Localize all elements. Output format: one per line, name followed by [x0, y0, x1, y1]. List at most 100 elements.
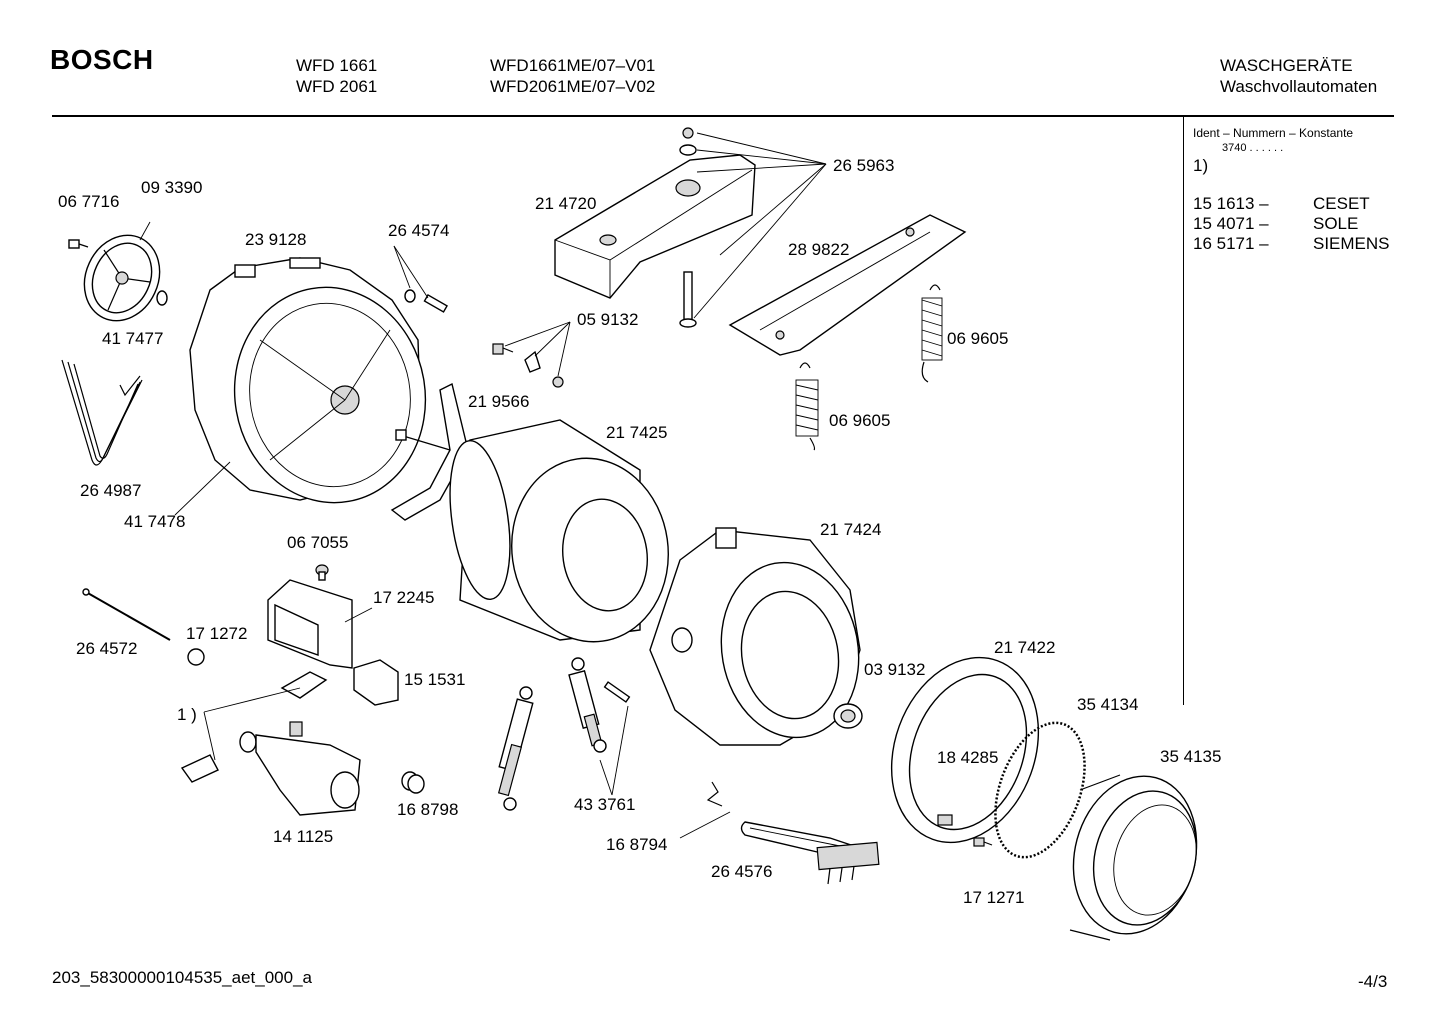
part-label: 14 1125	[273, 827, 334, 846]
part-label: 21 7425	[606, 423, 668, 442]
sidebar-entry-number: 15 4071 –	[1193, 214, 1269, 233]
part-label: 15 1531	[404, 670, 466, 689]
category-line-1: WASCHGERÄTE	[1220, 56, 1353, 75]
rod-nut	[187, 648, 205, 666]
part-label: 26 5963	[833, 156, 895, 175]
washer	[682, 127, 694, 139]
tub-screw	[423, 293, 448, 313]
bushing	[401, 771, 425, 794]
part-label: 21 7422	[994, 638, 1056, 657]
header-divider	[52, 115, 1394, 117]
page-number: -4/3	[1358, 972, 1388, 991]
door-ring-screw	[973, 837, 993, 847]
variant-list: WFD1661ME/07–V01 WFD2061ME/07–V02	[490, 55, 655, 97]
part-label: 06 9605	[829, 411, 891, 430]
pulley-wheel	[83, 234, 161, 322]
leader-line	[679, 811, 731, 839]
leader-line	[534, 321, 571, 357]
leader-line	[696, 149, 827, 165]
spring-lower	[795, 362, 819, 451]
part-label: 26 4572	[76, 639, 138, 658]
leader-line	[693, 163, 827, 319]
part-label: 05 9132	[577, 310, 639, 329]
part-label: 21 4720	[535, 194, 597, 213]
front-tub-half	[649, 527, 861, 746]
part-label: 16 8794	[606, 835, 668, 854]
variant-1: WFD1661ME/07–V01	[490, 56, 656, 75]
model-2: WFD 2061	[296, 77, 378, 96]
part-label: 41 7477	[102, 329, 164, 348]
washer	[679, 144, 697, 156]
shock-absorber-right	[568, 657, 607, 753]
document-code: 203_58300000104535_aet_000_a	[52, 968, 312, 987]
leader-line	[393, 245, 411, 289]
drum-spider-arm	[390, 382, 469, 521]
washer	[404, 289, 416, 303]
part-label: 17 1271	[963, 888, 1025, 907]
model-1: WFD 1661	[296, 56, 378, 75]
top-bracket	[554, 154, 756, 299]
part-label: 18 4285	[937, 748, 999, 767]
leader-line	[557, 321, 571, 377]
heating-element	[740, 821, 880, 885]
part-label: 41 7478	[124, 512, 186, 531]
part-label: 35 4134	[1077, 695, 1139, 714]
absorber-bolt	[603, 681, 631, 703]
connector-block	[353, 659, 399, 706]
leader-line	[174, 461, 231, 516]
part-label: 16 8798	[397, 800, 459, 819]
seal-ring-center	[840, 709, 856, 723]
part-label: 06 7716	[58, 192, 120, 211]
sidebar-title: Ident – Nummern – Konstante	[1193, 126, 1354, 140]
part-label: 21 9566	[468, 392, 530, 411]
leader-line	[504, 321, 571, 347]
clamp-ring	[994, 721, 1086, 859]
leader-line	[203, 687, 301, 713]
tie-rod	[82, 588, 171, 641]
part-label: 26 4576	[711, 862, 773, 881]
leader-line	[719, 163, 827, 256]
clip-lower	[180, 754, 219, 783]
cross-bar	[728, 214, 967, 356]
model-list: WFD 1661 WFD 2061	[296, 55, 377, 97]
spring-upper	[921, 284, 943, 383]
drive-belt	[61, 359, 143, 466]
part-label: 1 )	[177, 705, 197, 724]
sidebar-entry-name: SIEMENS	[1313, 234, 1390, 253]
leader-line	[344, 607, 373, 623]
leader-line	[393, 245, 429, 299]
bolt-set	[492, 343, 564, 388]
part-label: 26 4574	[388, 221, 450, 240]
motor	[239, 721, 361, 816]
bracket-bolt	[679, 271, 697, 328]
electronic-module	[267, 579, 353, 669]
rear-tub-half	[189, 257, 427, 504]
leader-line	[696, 132, 827, 165]
part-label: 06 9605	[947, 329, 1009, 348]
part-label: 17 1272	[186, 624, 248, 643]
category-line-2: Waschvollautomaten	[1220, 77, 1378, 96]
wash-drum	[449, 419, 669, 643]
part-label: 28 9822	[788, 240, 850, 259]
leader-line	[611, 705, 629, 796]
part-label: 21 7424	[820, 520, 882, 539]
part-label: 03 9132	[864, 660, 926, 679]
leader-line	[139, 221, 151, 241]
leader-line	[696, 163, 827, 173]
part-label: 06 7055	[287, 533, 349, 552]
clip-upper	[280, 671, 328, 699]
shock-absorber-left	[497, 686, 534, 811]
part-label: 09 3390	[141, 178, 203, 197]
sidebar-entry-number: 16 5171 –	[1193, 234, 1269, 253]
door-seal	[1069, 774, 1198, 941]
sidebar-footnote: 1)	[1193, 156, 1209, 175]
sidebar-entry-number: 15 1613 –	[1193, 194, 1269, 213]
sidebar-divider	[1183, 117, 1184, 705]
leader-line	[203, 711, 216, 761]
leader-line	[599, 759, 613, 796]
sidebar-constant: 3740 . . . . . .	[1222, 142, 1284, 154]
variant-2: WFD2061ME/07–V02	[490, 77, 656, 96]
part-label: 17 2245	[373, 588, 435, 607]
module-screw	[315, 564, 329, 581]
